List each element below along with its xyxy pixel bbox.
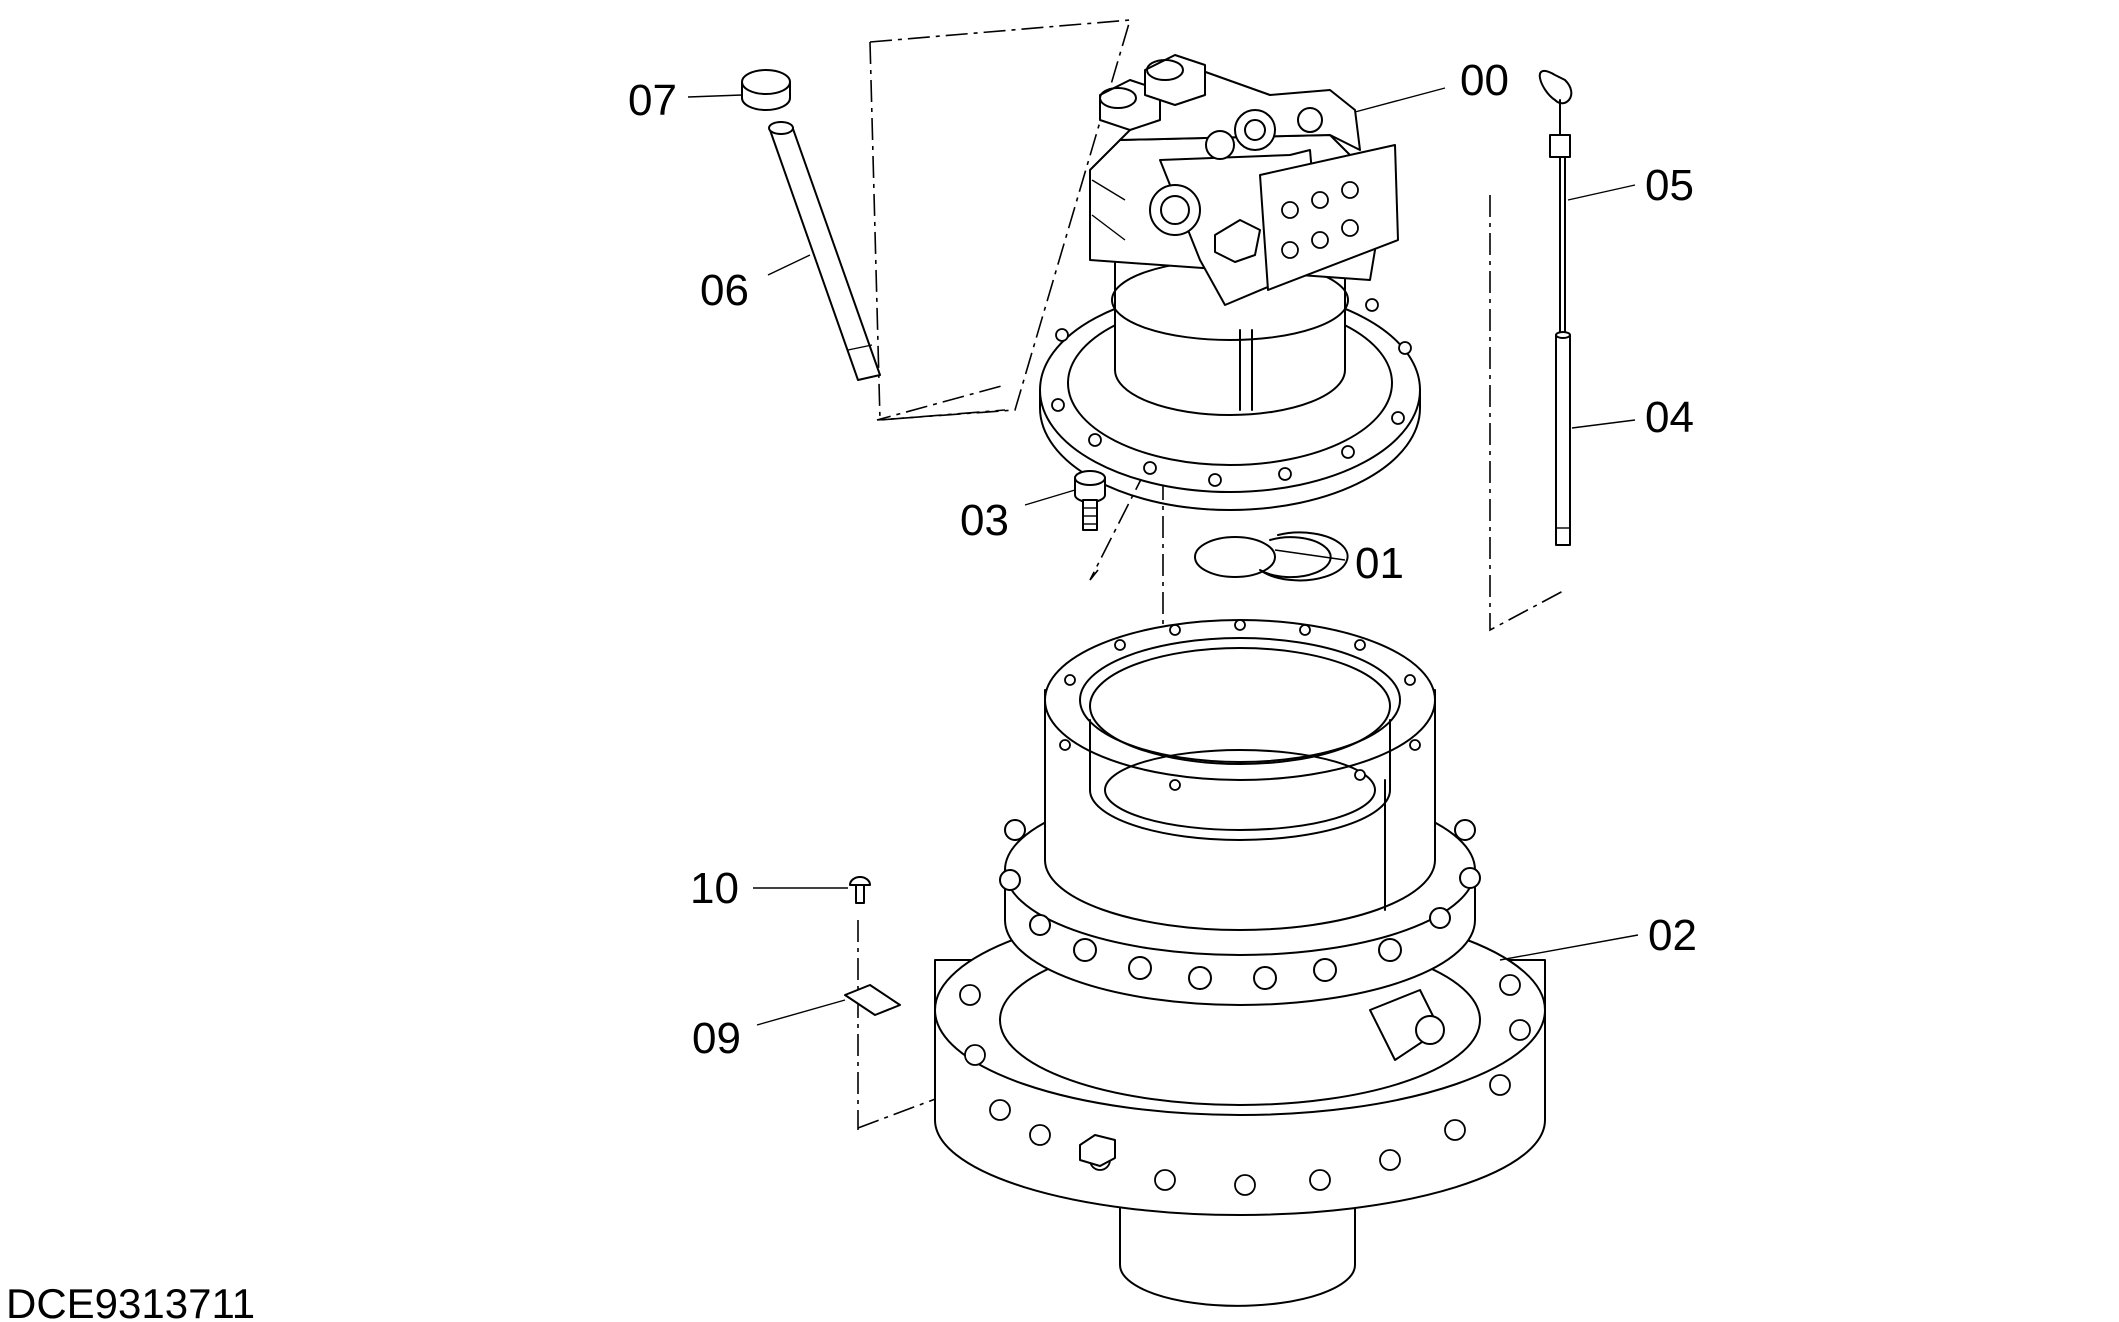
snap-ring-part	[1194, 531, 1349, 582]
callout-04: 04	[1645, 393, 1694, 442]
rivet-screw-part	[849, 876, 871, 904]
callout-03: 03	[960, 496, 1009, 545]
callout-05: 05	[1645, 161, 1694, 210]
callout-01: 01	[1355, 539, 1404, 588]
pipe-part	[768, 121, 881, 381]
callout-00: 00	[1460, 56, 1509, 105]
swing-motor-assembly	[1039, 54, 1421, 511]
drawing-code: DCE9313711	[6, 1280, 255, 1322]
bolt-part	[1074, 470, 1106, 531]
callout-09: 09	[692, 1014, 741, 1063]
dipstick-guide-part	[1555, 331, 1571, 546]
cap-part	[741, 69, 791, 111]
callout-10: 10	[690, 864, 739, 913]
leader-lines	[687, 87, 1639, 1026]
callout-02: 02	[1648, 911, 1697, 960]
reduction-gearbox	[934, 619, 1546, 1307]
top-ring-holes	[1059, 619, 1421, 791]
housing-bolt-heads	[999, 819, 1481, 990]
callout-07: 07	[628, 76, 677, 125]
oil-level-gauge-part	[1538, 69, 1573, 341]
callout-06: 06	[700, 266, 749, 315]
callout-labels: 00 05 04 01 03 07 06 10 09 02	[628, 56, 1697, 1063]
name-plate-part	[844, 984, 901, 1016]
flange-holes	[1051, 298, 1412, 487]
